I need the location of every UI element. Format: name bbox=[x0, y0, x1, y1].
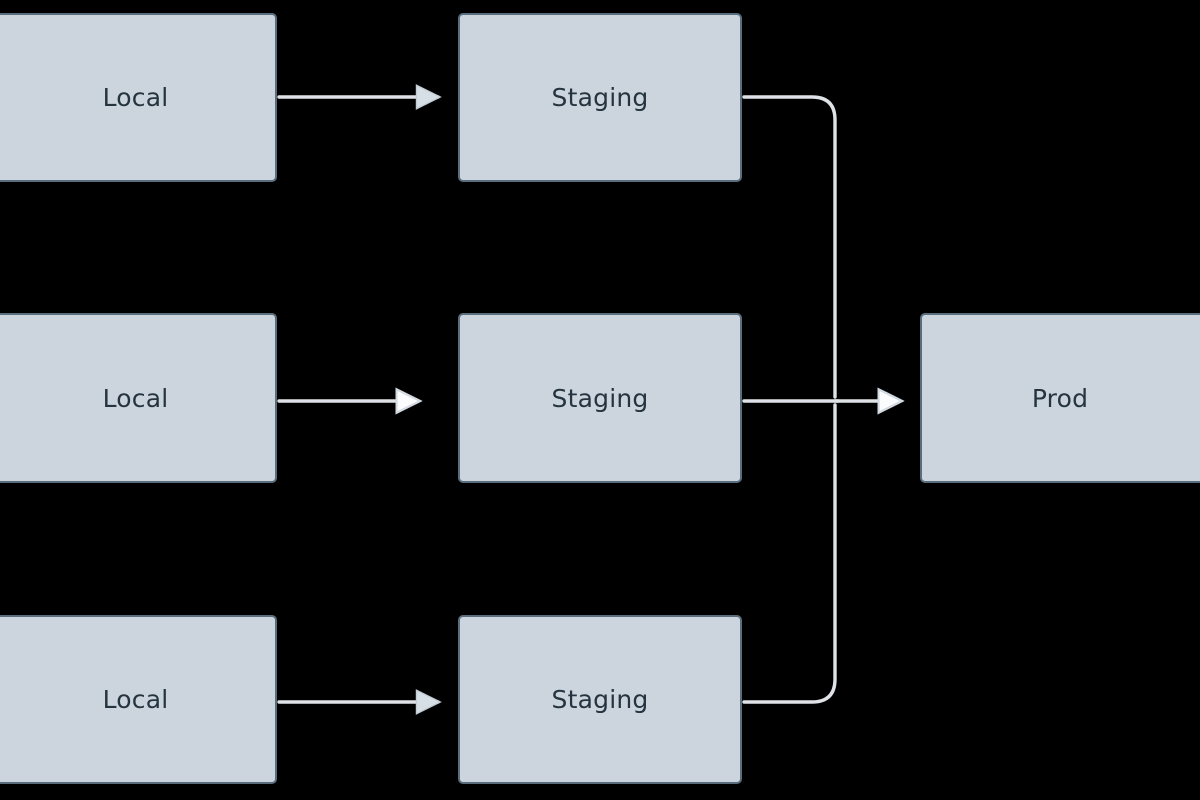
node-prod[interactable]: Prod bbox=[920, 313, 1200, 483]
node-staging-2[interactable]: Staging bbox=[458, 313, 742, 483]
edge-staging1-trunk bbox=[742, 95, 837, 399]
node-label: Staging bbox=[551, 83, 649, 112]
node-staging-1[interactable]: Staging bbox=[458, 13, 742, 182]
node-local-3[interactable]: Local bbox=[0, 615, 277, 784]
node-label: Local bbox=[102, 83, 169, 112]
node-local-2[interactable]: Local bbox=[0, 313, 277, 483]
node-label: Local bbox=[102, 685, 169, 714]
node-staging-3[interactable]: Staging bbox=[458, 615, 742, 784]
node-label: Staging bbox=[551, 383, 649, 413]
node-label: Prod bbox=[1031, 383, 1089, 413]
node-local-1[interactable]: Local bbox=[0, 13, 277, 182]
edge-staging3-trunk bbox=[742, 403, 837, 704]
node-label: Staging bbox=[551, 685, 649, 714]
node-label: Local bbox=[102, 383, 169, 413]
